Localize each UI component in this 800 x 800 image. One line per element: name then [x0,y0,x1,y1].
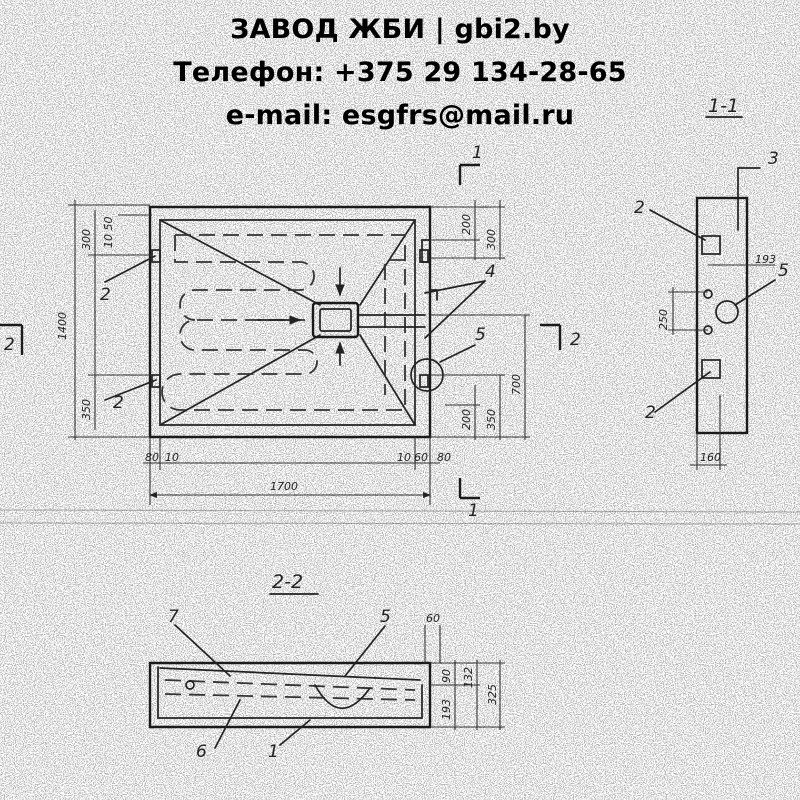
dim-right-bot-a: 200 [460,409,473,430]
dim-bot-left-b: 10 [165,451,179,464]
section-1-1-callout-5: 5 [778,261,789,281]
callout-4: 4 [485,262,496,282]
section-1-1-callout-2-bottom: 2 [645,403,656,423]
section-1-1-callout-2-top: 2 [634,198,645,218]
callout-5: 5 [475,325,486,345]
dim-right-700: 700 [510,374,523,395]
section-2-2-dim-325: 325 [486,684,499,705]
company-header: ЗАВОД ЖБИ | gbi2.by Телефон: +375 29 134… [0,8,800,137]
header-email-line: e-mail: esgfrs@mail.ru [225,100,575,131]
dim-bot-right-b: 60 [414,451,428,464]
header-company-line: ЗАВОД ЖБИ | gbi2.by [230,14,570,45]
dim-left-top-small: 10 50 [102,217,115,249]
header-phone-line: Телефон: +375 29 134-28-65 [173,57,627,88]
cut-1-top: 1 [472,143,483,163]
section-1-1-body [695,196,749,435]
section-1-1-callout-3: 3 [768,149,779,169]
section-2-2-dim-132: 132 [462,667,475,688]
dim-plan-width: 1700 [270,480,298,493]
dim-right-bot-b: 350 [485,409,498,430]
dim-right-top-b: 300 [485,229,498,250]
section-1-1: 1-1 3 2 2 5 193 250 160 [634,95,789,470]
section-1-1-title: 1-1 [708,95,739,117]
callout-2-upper: 2 [100,285,111,305]
section-2-2-dim-193: 193 [440,699,453,720]
dim-plan-height: 1400 [56,312,69,340]
section-2-2-callout-6: 6 [196,742,207,762]
heating-coil [161,234,406,411]
dim-bot-right-c: 80 [437,451,451,464]
section-2-2-callout-5: 5 [380,607,391,627]
section-2-2-callout-7: 7 [168,607,179,627]
dim-right-top-a: 200 [460,214,473,235]
section-1-1-dim-160: 160 [700,451,721,464]
plan-view: 2 2 4 5 1 1 2 2 1400 300 10 50 350 [0,143,581,521]
cut-2-left: 2 [4,335,15,355]
section-2-2-dim-60: 60 [426,612,440,625]
section-1-1-dim-250: 250 [657,309,670,330]
section-2-2: 2-2 7 5 6 1 60 90 132 325 193 [148,571,505,762]
section-1-1-dim-193: 193 [755,253,776,266]
cut-1-bottom: 1 [468,501,479,521]
callout-2-lower: 2 [113,393,124,413]
section-2-2-callout-1: 1 [268,742,279,762]
cut-2-right: 2 [570,330,581,350]
section-2-2-dim-90: 90 [440,669,453,683]
drain-box [311,301,360,339]
dim-left-top: 300 [80,229,93,250]
dim-left-bottom: 350 [80,399,93,420]
dim-bot-right-a: 10 [397,451,411,464]
dim-bot-left-a: 80 [145,451,159,464]
section-2-2-title: 2-2 [272,571,303,593]
